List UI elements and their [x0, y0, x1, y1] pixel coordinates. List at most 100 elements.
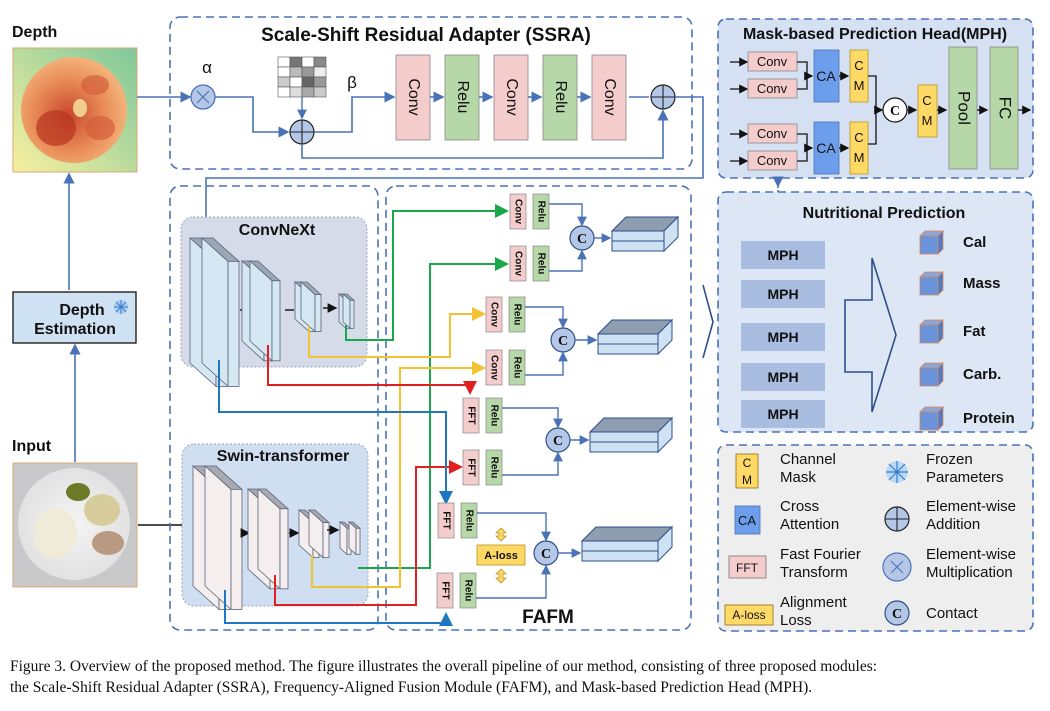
convnext-backbone: ConvNeXt — [180, 216, 368, 388]
svg-text:FC: FC — [996, 97, 1015, 120]
fafm-row-5: FFT Relu — [462, 397, 503, 434]
ssra-module: Scale-Shift Residual Adapter (SSRA) α — [137, 16, 704, 234]
method-diagram: Depth Depth Estimation Input Scale-Shift… — [12, 16, 1034, 632]
mph-conv-block: Conv — [747, 78, 798, 99]
svg-text:C: C — [892, 607, 902, 622]
svg-text:Contact: Contact — [926, 605, 979, 622]
mph-item: MPH — [741, 363, 825, 391]
ssra-block-conv: Conv — [591, 54, 627, 141]
mph-item: MPH — [741, 241, 825, 269]
svg-text:C: C — [577, 232, 587, 247]
ssra-title: Scale-Shift Residual Adapter (SSRA) — [261, 25, 591, 46]
fafm-op-label: Conv — [488, 302, 499, 327]
fafm-act-label: Relu — [488, 457, 499, 479]
svg-text:Conv: Conv — [757, 81, 788, 96]
fafm-op-label: Conv — [512, 251, 523, 276]
fafm-to-nutrition-arrow-icon — [702, 284, 714, 359]
svg-text:A-loss: A-loss — [732, 608, 765, 622]
mph-item: MPH — [741, 400, 825, 428]
svg-text:CA: CA — [816, 140, 836, 156]
fafm-act-label: Relu — [488, 405, 499, 427]
mph-title: Mask-based Prediction Head(MPH) — [743, 26, 1007, 43]
channel-mask-icon — [735, 453, 759, 489]
svg-text:Element-wise: Element-wise — [926, 498, 1016, 515]
svg-text:MPH: MPH — [767, 286, 798, 302]
swin-backbone: Swin-transformer — [181, 443, 369, 611]
fafm-op-label: FFT — [440, 511, 451, 529]
fafm-op-label: FFT — [439, 581, 450, 599]
svg-text:Mask: Mask — [780, 469, 816, 486]
depth-estimation-label-1: Depth — [59, 302, 104, 319]
svg-text:M: M — [922, 113, 933, 128]
fafm-act-label: Relu — [462, 580, 473, 602]
multiplication-icon — [190, 84, 216, 110]
svg-text:Transform: Transform — [780, 564, 848, 581]
output-fat: Fat — [919, 319, 986, 344]
output-carb: Carb. — [919, 362, 1001, 387]
depth-estimation-block: Depth Estimation — [12, 291, 137, 344]
nutritional-prediction-module: Nutritional Prediction MPHMPHMPHMPHMPHCa… — [717, 191, 1034, 433]
fafm-title: FAFM — [522, 607, 574, 628]
convnext-stage-3b — [299, 281, 323, 333]
fafm-act-label: Relu — [535, 253, 546, 275]
snowflake-icon — [114, 300, 128, 314]
addition-icon — [289, 119, 315, 145]
svg-text:Fat: Fat — [963, 323, 986, 340]
concat-icon: C — [569, 225, 595, 251]
residual-addition-icon — [650, 84, 676, 110]
alignment-loss-icon — [724, 604, 774, 626]
svg-text:MPH: MPH — [767, 406, 798, 422]
fafm-act-label: Relu — [535, 201, 546, 223]
svg-text:Alignment: Alignment — [780, 594, 848, 611]
depth-label: Depth — [12, 24, 57, 41]
swin-stage-4b — [347, 521, 362, 556]
fafm-act-label: Relu — [511, 304, 522, 326]
swin-stage-1b — [203, 465, 244, 611]
input-label: Input — [12, 438, 52, 455]
svg-text:Cross: Cross — [780, 498, 819, 515]
svg-text:M: M — [854, 78, 865, 93]
fused-feature-stack — [580, 525, 674, 563]
ssra-block-conv: Conv — [493, 54, 529, 141]
depth-estimation-label-2: Estimation — [34, 321, 116, 338]
svg-text:M: M — [742, 473, 752, 487]
svg-text:Loss: Loss — [780, 612, 812, 629]
beta-symbol: β — [347, 73, 357, 92]
bidirectional-arrow-icon — [495, 527, 507, 542]
cross-attention-block: CA — [813, 49, 840, 103]
convnext-label: ConvNeXt — [239, 222, 316, 239]
svg-text:C: C — [541, 547, 551, 562]
svg-text:C: C — [890, 104, 900, 119]
alignment-loss-block: A-loss — [476, 544, 526, 566]
alpha-symbol: α — [202, 58, 212, 77]
svg-text:Addition: Addition — [926, 516, 980, 533]
svg-text:Parameters: Parameters — [926, 469, 1004, 486]
svg-text:Mass: Mass — [963, 275, 1001, 292]
fft-icon — [728, 555, 767, 579]
cross-attention-icon — [734, 505, 761, 535]
mph-concat-icon: C — [882, 97, 908, 123]
svg-text:C: C — [558, 334, 568, 349]
svg-text:Conv: Conv — [757, 153, 788, 168]
svg-text:Conv: Conv — [757, 54, 788, 69]
swin-label: Swin-transformer — [217, 448, 349, 465]
svg-text:FFT: FFT — [736, 561, 759, 575]
ssra-block-relu: Relu — [542, 54, 578, 141]
concat-icon: C — [533, 540, 559, 566]
caption-line-1: Figure 3. Overview of the proposed metho… — [10, 658, 878, 675]
ssra-block-label: Relu — [454, 81, 471, 114]
legend-item: C Contact — [884, 600, 979, 626]
fafm-op-label: FFT — [465, 406, 476, 424]
svg-text:Attention: Attention — [780, 516, 839, 533]
svg-text:Frozen: Frozen — [926, 451, 973, 468]
caption-line-2: the Scale-Shift Residual Adapter (SSRA),… — [10, 679, 813, 696]
